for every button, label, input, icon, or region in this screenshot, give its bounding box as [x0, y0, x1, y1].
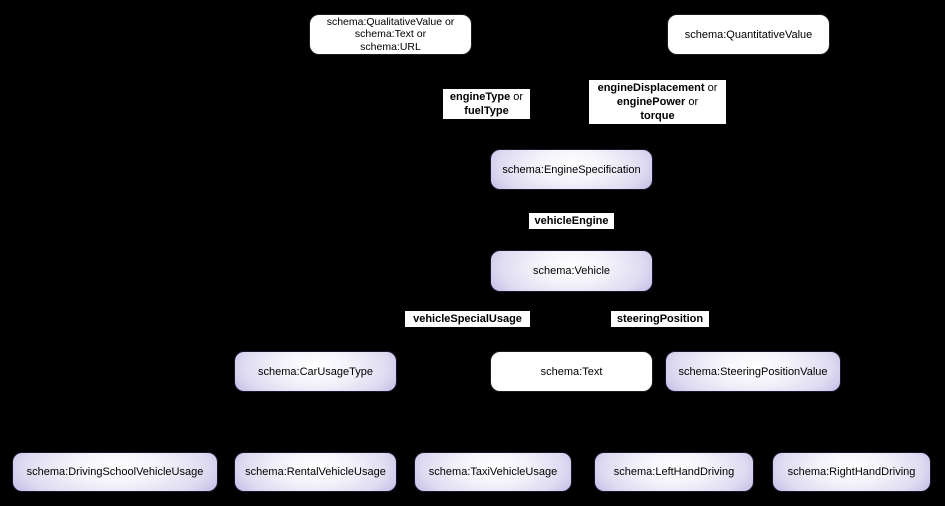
node-label: schema:QualitativeValue or schema:Text o…	[326, 15, 455, 53]
edge-label-line: engineDisplacement or	[597, 82, 718, 94]
edge-carusagetype-taxi	[349, 391, 494, 453]
edge-carusagetype-drivingschool	[114, 391, 281, 453]
node-text: schema:Text	[490, 351, 653, 392]
edge-label-line: fuelType	[464, 105, 509, 117]
node-vehicle: schema:Vehicle	[490, 250, 653, 292]
node-label: schema:Text	[540, 365, 603, 378]
edge-steeringpositionvalue-lefthand	[674, 391, 721, 453]
node-label: schema:RentalVehicleUsage	[245, 466, 386, 478]
node-label: schema:Vehicle	[532, 265, 611, 277]
node-label: schema:CarUsageType	[258, 365, 373, 378]
edge-label-line: enginePower or	[616, 96, 699, 108]
node-label: schema:TaxiVehicleUsage	[428, 466, 558, 478]
edge-steeringpositionvalue-righthand	[789, 391, 852, 453]
node-label: schema:EngineSpecification	[502, 163, 641, 176]
node-driving-school-vehicle-usage: schema:DrivingSchoolVehicleUsage	[12, 452, 218, 492]
edge-label-engine-displacement-power-torque: engineDisplacement or enginePower or tor…	[589, 80, 726, 124]
edge-label-vehicle-special-usage: vehicleSpecialUsage	[405, 311, 530, 327]
node-label: schema:DrivingSchoolVehicleUsage	[26, 466, 204, 478]
node-label: schema:LeftHandDriving	[613, 466, 735, 478]
node-label: schema:QuantitativeValue	[684, 28, 813, 41]
node-steering-position-value: schema:SteeringPositionValue	[665, 351, 841, 392]
edge-label-vehicle-engine: vehicleEngine	[529, 213, 614, 229]
edge-label-line: torque	[640, 110, 675, 122]
node-qualitative-value-or-text-or-url: schema:QualitativeValue or schema:Text o…	[309, 14, 472, 55]
edge-label-steering-position: steeringPosition	[611, 311, 709, 327]
node-rental-vehicle-usage: schema:RentalVehicleUsage	[234, 452, 397, 492]
node-right-hand-driving: schema:RightHandDriving	[772, 452, 931, 492]
node-car-usage-type: schema:CarUsageType	[234, 351, 397, 392]
node-label: schema:RightHandDriving	[787, 466, 916, 478]
edge-label-engine-type-or-fuel-type: engineType or fuelType	[443, 89, 530, 119]
node-quantitative-value: schema:QuantitativeValue	[667, 14, 830, 55]
node-label: schema:SteeringPositionValue	[678, 365, 828, 378]
edge-label-line: engineType or	[449, 91, 524, 103]
node-left-hand-driving: schema:LeftHandDriving	[594, 452, 754, 492]
node-engine-specification: schema:EngineSpecification	[490, 149, 653, 190]
node-taxi-vehicle-usage: schema:TaxiVehicleUsage	[414, 452, 572, 492]
